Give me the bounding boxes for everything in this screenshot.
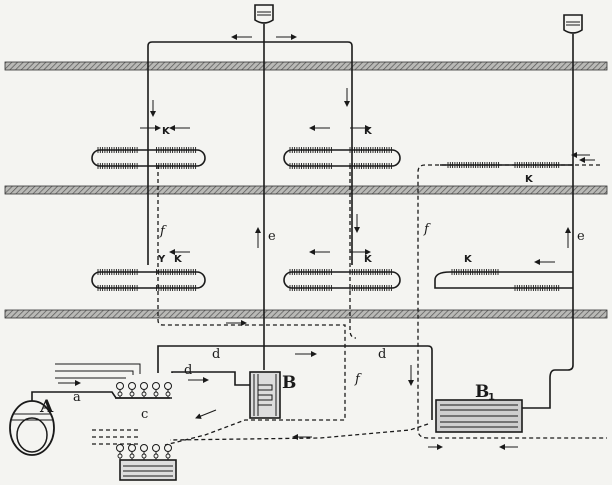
labels: K K K K K K Y f f f e e B B 1 A a c d d … [39, 126, 585, 422]
boiler-A[interactable] [9, 400, 55, 456]
valve[interactable] [140, 444, 148, 452]
label-K: K [464, 254, 473, 265]
label-A: A [39, 397, 54, 417]
valve[interactable] [152, 444, 160, 452]
valve[interactable] [152, 382, 160, 390]
floor-slab-top [4, 61, 608, 71]
steam-pipe-d [157, 345, 433, 420]
floor-slab-middle [4, 185, 608, 195]
valve[interactable] [116, 382, 124, 390]
label-K: K [525, 174, 534, 185]
radiator-coil-K [283, 147, 401, 169]
label-e: e [577, 229, 585, 244]
label-a: a [73, 390, 81, 405]
return-line-f-left [157, 165, 346, 421]
return-line-f-middle [349, 165, 357, 339]
label-d: d [212, 347, 220, 362]
label-c: c [141, 407, 148, 422]
valve[interactable] [128, 382, 136, 390]
valve[interactable] [128, 444, 136, 452]
valve[interactable] [164, 444, 172, 452]
label-K: K [364, 254, 373, 265]
label-B1-subscript: 1 [488, 392, 495, 403]
radiator-coil-K [91, 147, 206, 169]
label-K: K [174, 254, 183, 265]
label-Y: Y [157, 254, 166, 265]
label-f: f [159, 224, 167, 239]
label-f: f [354, 372, 362, 387]
steam-pipe-d-branch [171, 371, 250, 386]
floor-slab-bottom [4, 309, 608, 319]
collector-valves[interactable] [116, 444, 172, 461]
label-f: f [423, 222, 431, 237]
radiator-coil-K [434, 162, 573, 291]
radiator-coil-K [91, 269, 206, 291]
radiator-coils [91, 125, 595, 291]
heater-B[interactable] [249, 371, 281, 419]
valve[interactable] [140, 382, 148, 390]
label-K: K [364, 126, 373, 137]
radiator-coil-K [283, 269, 401, 291]
return-line-f-right [417, 164, 607, 439]
collector-tank[interactable] [119, 459, 177, 481]
valve[interactable] [164, 382, 172, 390]
riser-e-right [522, 34, 574, 409]
supply-loop [147, 41, 353, 265]
expansion-tank-left [254, 4, 274, 24]
heater-B1[interactable] [435, 399, 523, 433]
distributor-c-valves[interactable] [115, 382, 172, 399]
label-e: e [268, 229, 276, 244]
label-B: B [282, 373, 296, 393]
label-d: d [184, 363, 192, 378]
label-K: K [162, 126, 171, 137]
label-d: d [378, 347, 386, 362]
valve[interactable] [116, 444, 124, 452]
label-B1: B [475, 382, 489, 402]
expansion-tank-right [563, 14, 583, 34]
